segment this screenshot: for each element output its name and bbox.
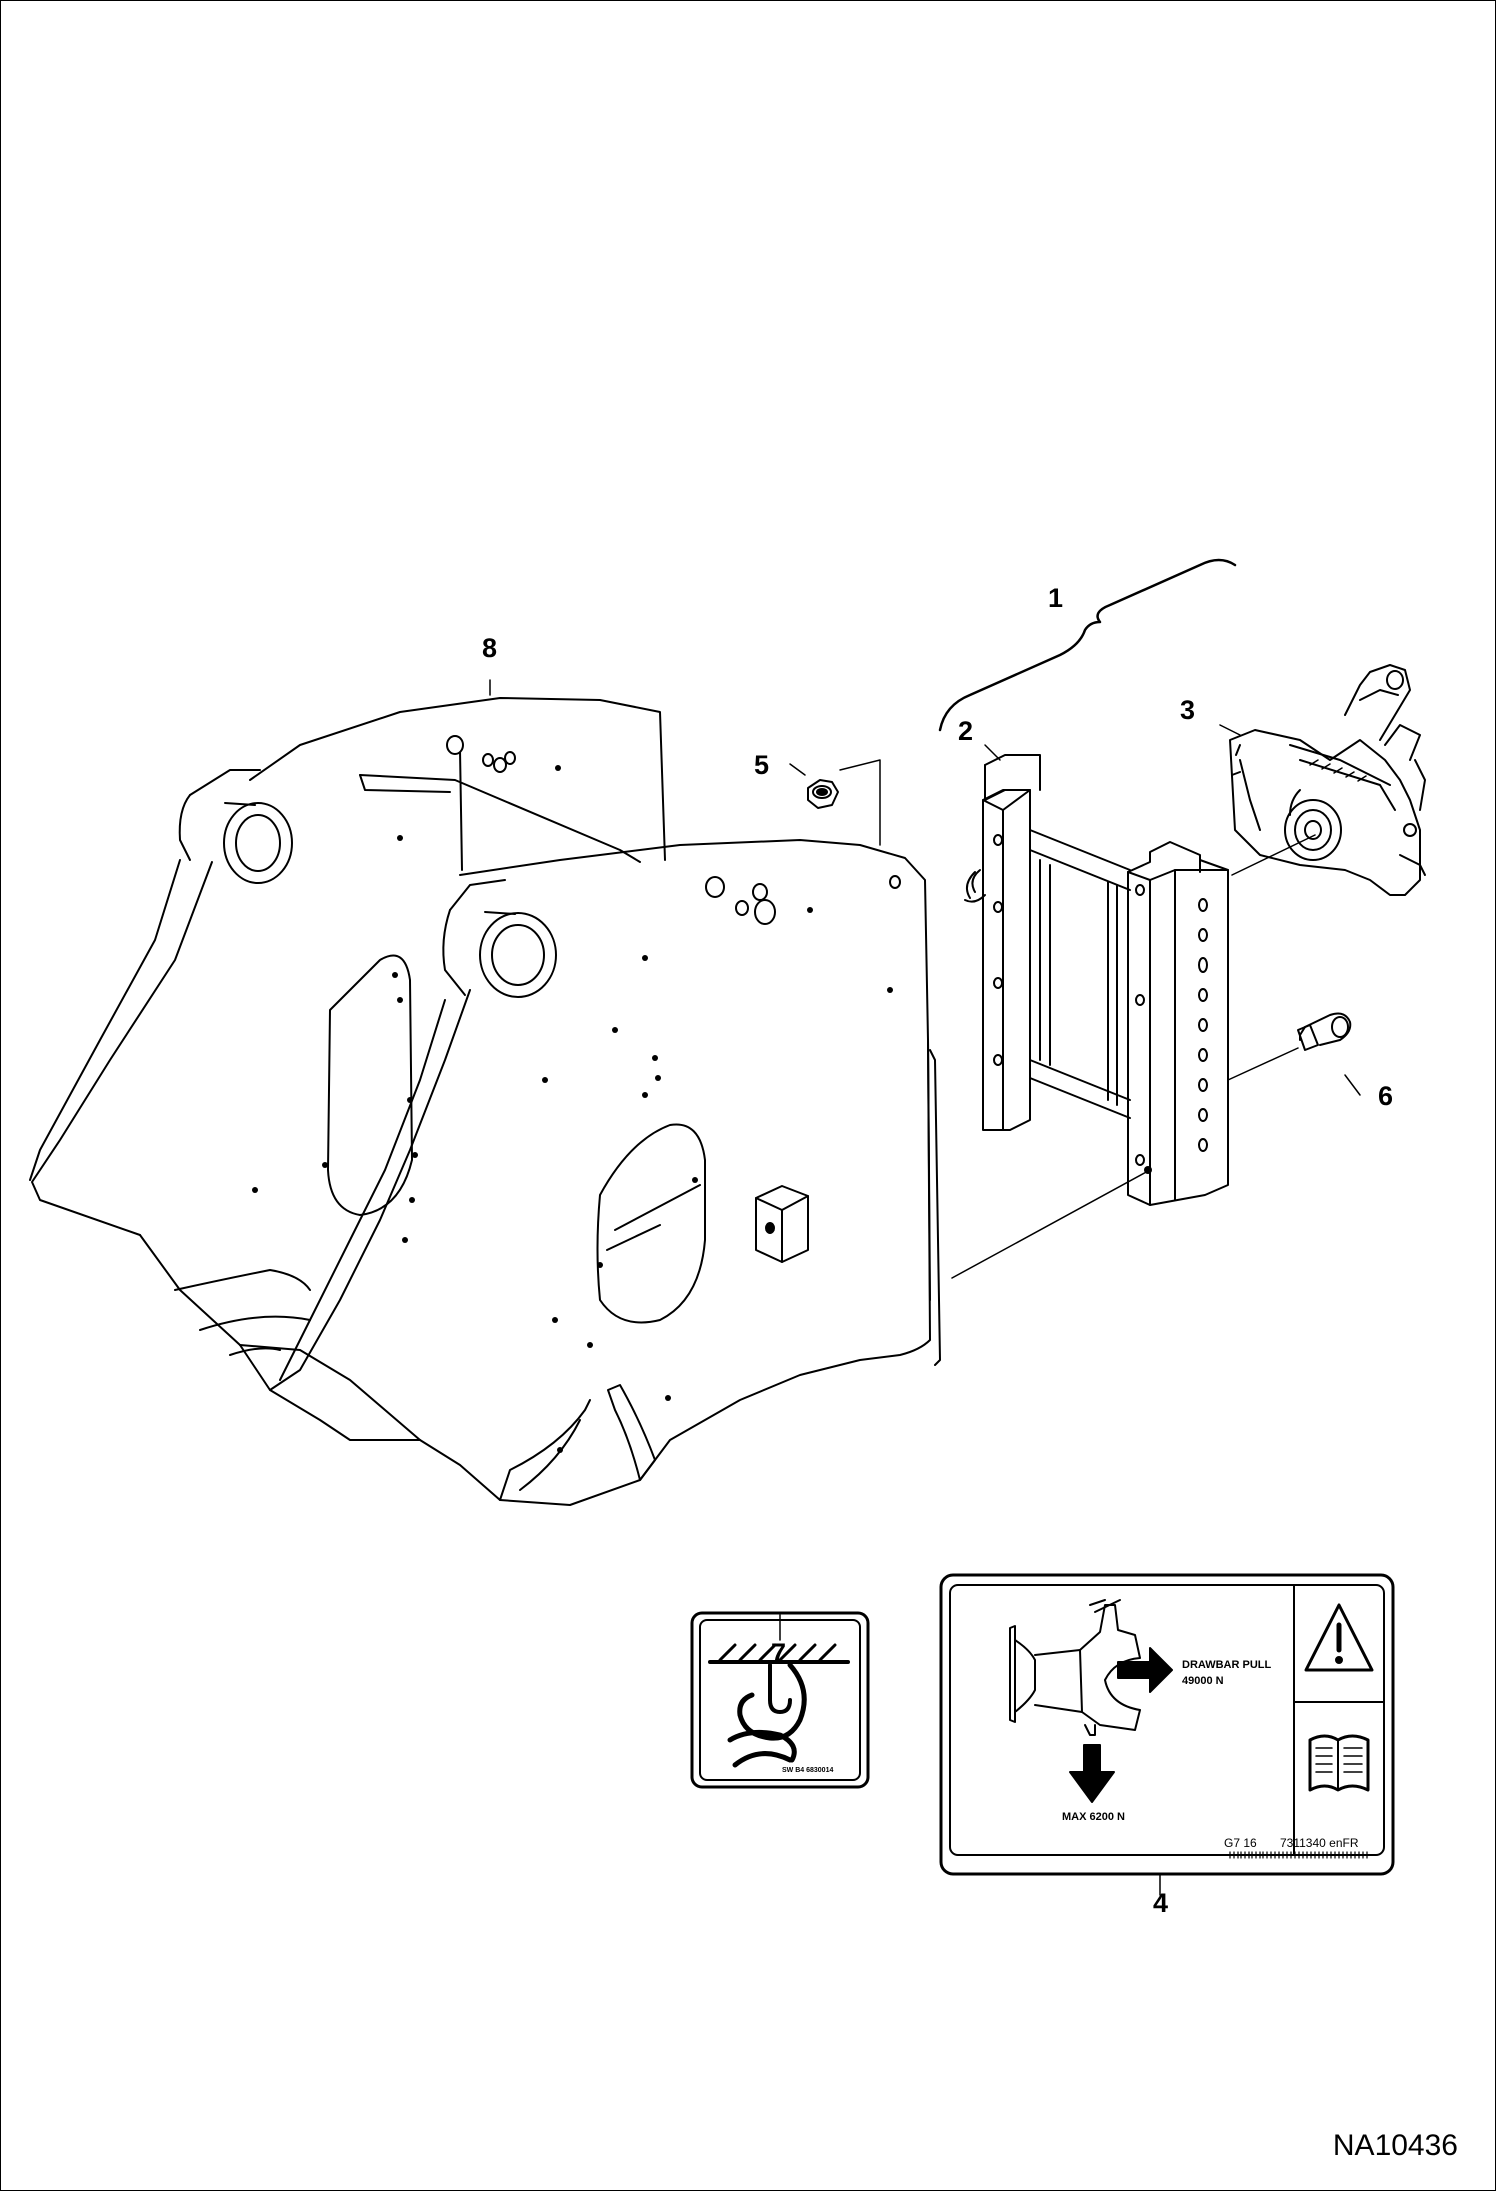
callout-3: 3 bbox=[1180, 695, 1196, 725]
chassis-frame bbox=[29, 697, 941, 1506]
decal-date-code: G7 16 bbox=[1224, 1836, 1257, 1850]
callout-5: 5 bbox=[754, 750, 770, 780]
bolt bbox=[1297, 1012, 1352, 1051]
callout-7: 7 bbox=[771, 1638, 787, 1668]
hitch-hook-assembly bbox=[1229, 664, 1426, 896]
callout-2: 2 bbox=[958, 716, 974, 746]
leader-lines bbox=[489, 558, 1361, 1896]
drawbar-pull-label: DRAWBAR PULL bbox=[1182, 1659, 1271, 1671]
decal-4: DRAWBAR PULL 49000 N MAX 6200 N G7 16 73… bbox=[939, 1573, 1395, 1876]
max-load-label: MAX 6200 N bbox=[1062, 1811, 1125, 1823]
callout-6: 6 bbox=[1378, 1081, 1394, 1111]
callout-4: 4 bbox=[1153, 1888, 1169, 1918]
decal-part-code: 7311340 enFR bbox=[1280, 1836, 1359, 1850]
nut bbox=[807, 779, 839, 809]
figure-id: NA10436 bbox=[1332, 2129, 1458, 2162]
callout-8: 8 bbox=[482, 633, 498, 663]
decal-7 bbox=[690, 1611, 870, 1789]
drawbar-pull-value: 49000 N bbox=[1182, 1675, 1224, 1687]
hitch-carrier bbox=[964, 754, 1229, 1206]
callout-1: 1 bbox=[1048, 583, 1064, 613]
decal-7-part-code: SW B4 6830014 bbox=[782, 1767, 833, 1774]
